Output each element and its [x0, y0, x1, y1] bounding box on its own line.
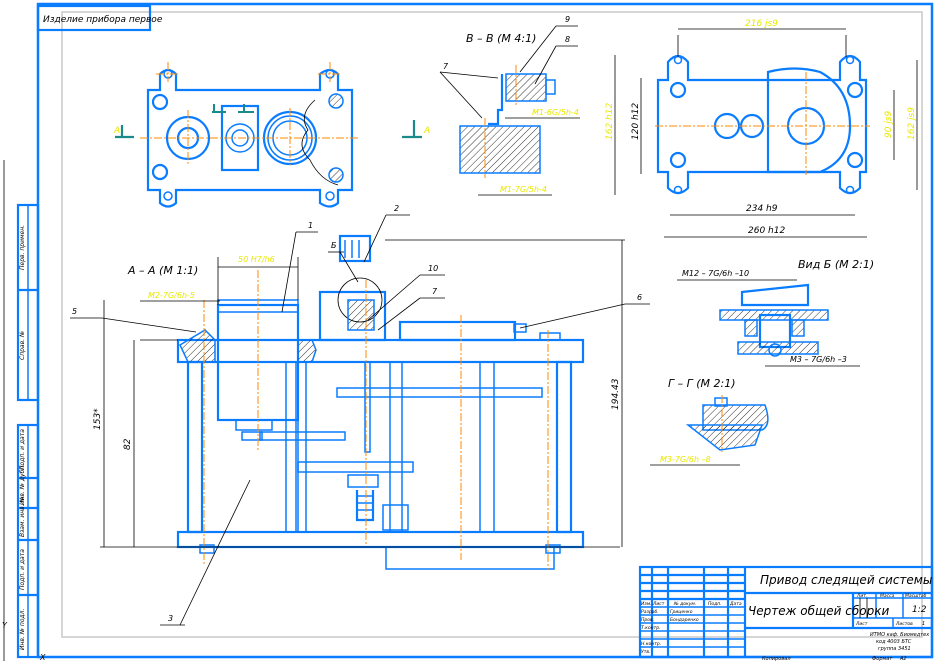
- role-label: Н.контр.: [641, 641, 661, 647]
- stamp-text: Изделие прибора первое: [43, 15, 163, 25]
- format-label: Формат: [872, 656, 893, 661]
- dim-height-total-right: 194.43: [611, 378, 621, 410]
- dim-height-right-outer: 162 js9: [907, 107, 917, 140]
- callout-8: 8: [565, 35, 570, 44]
- dim-height-frame: 82: [123, 438, 133, 450]
- sheet-label: Лист: [855, 621, 868, 627]
- header-label: Подп.: [708, 601, 722, 607]
- lit-label: Лит.: [856, 593, 867, 599]
- dim-height-left-inner: 120 h12: [631, 103, 641, 140]
- thread-view-b-top: M12 – 7G/6h –10: [682, 269, 749, 278]
- dim-height-total-left: 153*: [93, 408, 103, 430]
- sheets-label: Листов: [895, 621, 913, 627]
- header-label: Лист: [652, 601, 665, 607]
- top-left-stamp: Изделие прибора первое: [36, 4, 163, 32]
- header-label: Дата: [729, 601, 742, 607]
- callout-5: 5: [72, 307, 77, 316]
- callout-6: 6: [637, 293, 642, 302]
- side-stamp-label: Перв. примен.: [19, 225, 26, 270]
- view-b-title: Вид Б (М 2:1): [798, 258, 874, 271]
- section-mark-a-right: А: [423, 126, 430, 136]
- side-stamp-label: Подп. и дата: [19, 549, 26, 590]
- header-label: № докум.: [673, 601, 696, 607]
- axis-x-label: X: [39, 653, 46, 661]
- callout-7-vv: 7: [443, 62, 449, 71]
- section-vv: В – В (М 4:1) 7 9 8 M1-6G/5h-4 M1-7G/5h-…: [439, 15, 580, 196]
- organization-line: группа 3451: [878, 646, 911, 652]
- callout-3: 3: [168, 614, 173, 623]
- side-stamp-label: Инв. № дубл.: [19, 464, 26, 505]
- section-aa-title: А – А (М 1:1): [127, 264, 198, 277]
- side-stamps: Перв. примен. Справ. № Подп. и дата Инв.…: [2, 203, 46, 661]
- plan-view: А А: [113, 62, 430, 208]
- callout-7: 7: [432, 287, 438, 296]
- section-gg-title: Г – Г (М 2:1): [668, 377, 736, 390]
- scale-value: 1:2: [912, 605, 927, 615]
- role-label: Разраб.: [641, 609, 659, 615]
- side-stamp-label: Инв. № подл.: [19, 609, 26, 650]
- document-name: Чертеж общей сборки: [748, 604, 889, 618]
- section-gg: Г – Г (М 2:1) M3-7G/6h –8: [650, 377, 769, 466]
- thread-vv-top: M1-6G/5h-4: [532, 108, 579, 117]
- thread-aa: M2-7G/6h-5: [148, 291, 195, 300]
- copied-label: Копировал: [762, 656, 791, 661]
- thread-view-b-bottom: M3 – 7G/6h –3: [790, 355, 847, 364]
- role-label: Т.контр.: [641, 625, 661, 631]
- top-right-view: 216 js9 162 h12 120 h12 90 js9 162 js9 2…: [605, 19, 918, 238]
- side-stamp-label: Подп. и дата: [19, 429, 26, 470]
- section-mark-a-left: А: [113, 126, 120, 136]
- product-name: Привод следящей системы: [760, 573, 932, 587]
- dim-height-right-inner: 90 js9: [884, 110, 894, 138]
- section-vv-title: В – В (М 4:1): [466, 32, 536, 45]
- callout-9: 9: [565, 15, 570, 24]
- developer-name: Гриценко: [670, 609, 693, 615]
- axis-y-label: Y: [2, 621, 8, 630]
- callout-2: 2: [394, 204, 399, 213]
- checker-name: Бондаренко: [670, 617, 699, 623]
- thread-gg: M3-7G/6h –8: [660, 455, 711, 464]
- side-stamp-label: Справ. №: [19, 331, 26, 360]
- callout-b: Б: [331, 241, 337, 250]
- view-b: Вид Б (М 2:1) M12 – 7G/6h –10 M3 – 7G/6h…: [677, 258, 874, 367]
- callout-10: 10: [428, 264, 438, 273]
- role-label: Утв.: [641, 649, 650, 655]
- role-label: Пров.: [641, 617, 654, 623]
- format-value: А2: [899, 656, 907, 661]
- dim-fit-motor: 50 H7/h6: [238, 255, 275, 264]
- section-aa: А – А (М 1:1): [70, 204, 650, 626]
- organization-line: код 4003 БТС: [876, 639, 912, 645]
- header-label: Изм.: [641, 601, 652, 607]
- callout-1: 1: [308, 221, 313, 230]
- dim-bottom-width-outer: 260 h12: [748, 226, 785, 236]
- scale-label: Масштаб: [905, 593, 927, 599]
- mass-label: Масса: [880, 593, 895, 599]
- title-block: Привод следящей системы Чертеж общей сбо…: [638, 565, 934, 661]
- organization-line: ИТМО каф. Биомедтех: [870, 632, 929, 638]
- thread-vv-bottom: M1-7G/5h-4: [500, 185, 547, 194]
- dim-height-left-outer: 162 h12: [605, 103, 615, 140]
- dim-bottom-width-inner: 234 h9: [746, 204, 778, 214]
- sheets-value: 1: [922, 621, 925, 627]
- side-stamp-label: Взам. инв. №: [19, 496, 26, 537]
- dim-top-width: 216 js9: [745, 19, 778, 29]
